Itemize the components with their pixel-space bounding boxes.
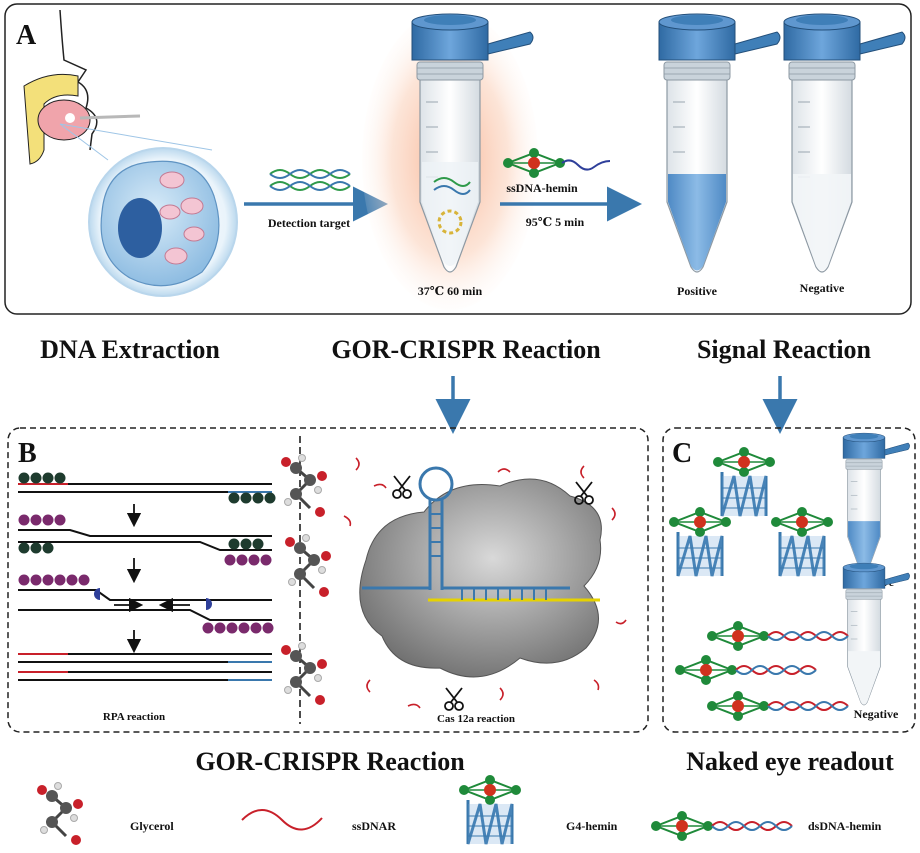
legend: Glycerol ssDNAR G4-hemin dsDNA-hemin — [35, 775, 882, 847]
legend-g4-hemin-icon — [459, 775, 521, 844]
panel-b-frame — [7, 427, 649, 733]
panel-a: A Detection targe — [4, 3, 912, 315]
panel-c: C Positive Negative — [662, 427, 916, 733]
dsdna-hemin-icon-3 — [707, 691, 848, 721]
ssdna-hemin-label: ssDNA-hemin — [506, 181, 578, 195]
negative-tube-c — [842, 562, 910, 706]
negative-label-a: Negative — [800, 281, 845, 295]
glycerol-molecule-1 — [279, 453, 329, 519]
legend-g4-hemin-label: G4-hemin — [566, 819, 618, 833]
panel-b-letter: B — [18, 438, 37, 469]
cell-magnified-icon — [59, 123, 238, 297]
dsdna-hemin-icon-2 — [675, 655, 816, 685]
heading-naked-eye-readout: Naked eye readout — [686, 747, 894, 776]
legend-dsdna-hemin-label: dsDNA-hemin — [808, 819, 882, 833]
cas12a-complex — [359, 466, 602, 678]
condition-95-label: 95℃ 5 min — [526, 215, 585, 229]
panel-c-frame — [662, 427, 916, 733]
scissors-icon-1 — [392, 475, 412, 499]
dsdna-hemin-icon-1 — [707, 621, 848, 651]
ssdna-hemin-icon — [502, 147, 611, 179]
detection-target-label: Detection target — [268, 216, 350, 230]
negative-tube — [783, 13, 906, 273]
scissors-icon-3 — [444, 687, 464, 711]
reaction-tube — [411, 13, 534, 273]
condition-37-label: 37℃ 60 min — [418, 284, 483, 298]
g4-hemin-icon-3 — [771, 507, 833, 576]
legend-ssdnar-label: ssDNAR — [352, 819, 396, 833]
legend-ssdnar-icon — [241, 809, 323, 831]
panel-a-letter: A — [16, 20, 37, 51]
legend-dsdna-hemin-icon — [651, 811, 792, 841]
head-profile-icon — [23, 9, 141, 165]
heading-dna-extraction: DNA Extraction — [40, 335, 220, 364]
dna-target-icon — [269, 169, 351, 191]
panel-b: B — [7, 427, 649, 733]
positive-label-a: Positive — [677, 284, 718, 298]
glycerol-molecule-3 — [279, 641, 329, 707]
glycerol-molecule-2 — [283, 533, 333, 599]
ssdna-reporters — [343, 457, 627, 709]
heading-gor-crispr-bottom: GOR-CRISPR Reaction — [195, 747, 465, 776]
heading-gor-crispr-top: GOR-CRISPR Reaction — [331, 335, 601, 364]
g4-hemin-icon-2 — [669, 507, 731, 576]
g4-hemin-icon-1 — [713, 447, 775, 516]
positive-tube — [658, 13, 781, 273]
rpa-reaction-label: RPA reaction — [103, 711, 165, 723]
positive-tube-c — [842, 432, 910, 576]
cas12a-reaction-label: Cas 12a reaction — [437, 713, 515, 725]
negative-label-c: Negative — [854, 707, 899, 721]
legend-glycerol-label: Glycerol — [130, 819, 174, 833]
panel-c-letter: C — [672, 438, 692, 469]
rpa-strands — [18, 472, 276, 681]
heading-signal-reaction: Signal Reaction — [697, 335, 872, 364]
legend-glycerol-icon — [35, 781, 85, 847]
